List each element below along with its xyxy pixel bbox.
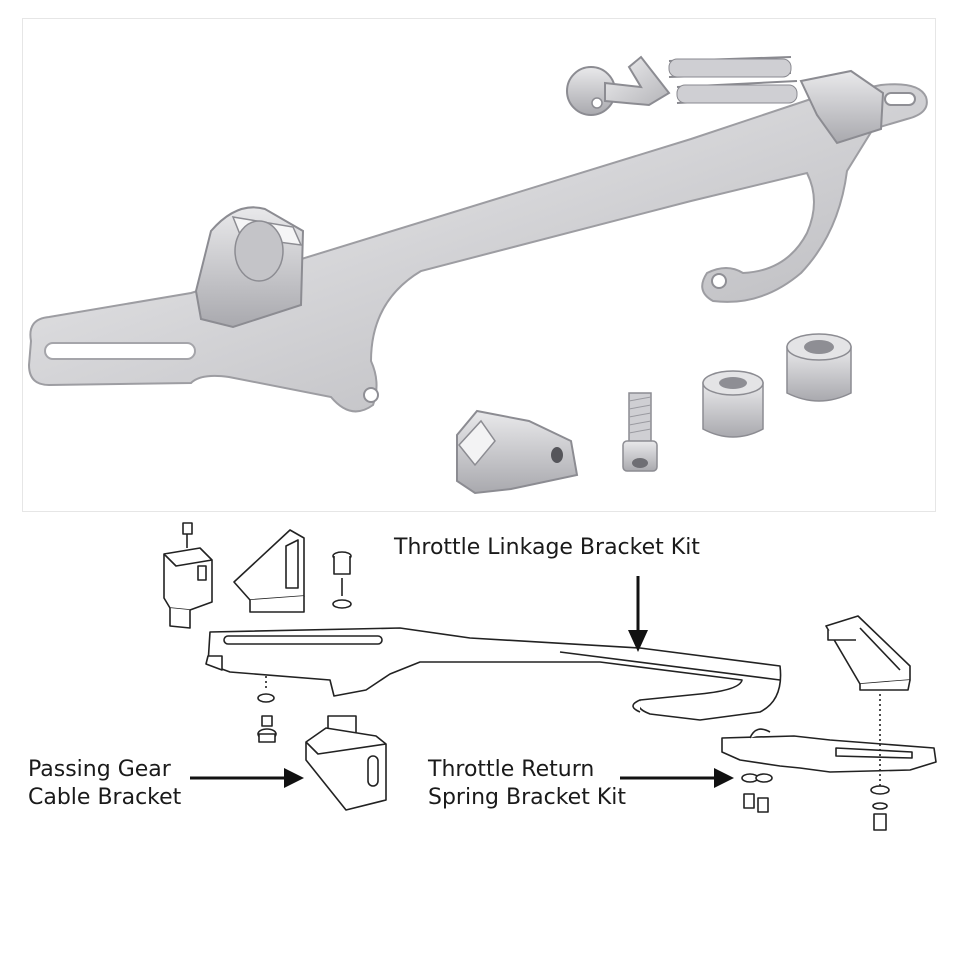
diagram-passing-gear-block (305, 715, 387, 811)
diagram-return-angle-bracket (825, 615, 911, 691)
diagram-angle-bracket (233, 529, 305, 613)
spacer-large (786, 333, 852, 402)
cable-mount-block (194, 206, 305, 329)
diagram-arrows (190, 576, 734, 788)
diagram-screw-top-center (332, 551, 352, 609)
diagram-return-hardware (741, 694, 890, 831)
exploded-diagram-art (163, 522, 937, 831)
label-throttle-return-spring-bracket-kit: Throttle Return Spring Bracket Kit (428, 757, 626, 810)
exploded-diagram: Throttle Linkage Bracket Kit Passing Gea… (0, 512, 960, 960)
loose-bracket-block (456, 409, 579, 495)
diagram-screw-top-left (182, 522, 193, 548)
diagram-return-bracket (721, 728, 937, 773)
socket-cap-screw (622, 392, 658, 472)
diagram-linkage-bracket (205, 627, 782, 721)
spacer-small (702, 370, 764, 438)
return-spring-assembly (566, 55, 885, 145)
diagram-mount-block (163, 547, 213, 629)
diagram-screw-lower-left (257, 715, 277, 743)
diagram-washer-left (257, 676, 275, 703)
label-passing-gear-cable-bracket: Passing Gear Cable Bracket (28, 757, 182, 810)
main-bracket-plate (27, 83, 928, 413)
label-throttle-linkage-bracket-kit: Throttle Linkage Bracket Kit (394, 535, 700, 560)
product-photo-art (27, 55, 928, 495)
product-photo (22, 18, 936, 512)
